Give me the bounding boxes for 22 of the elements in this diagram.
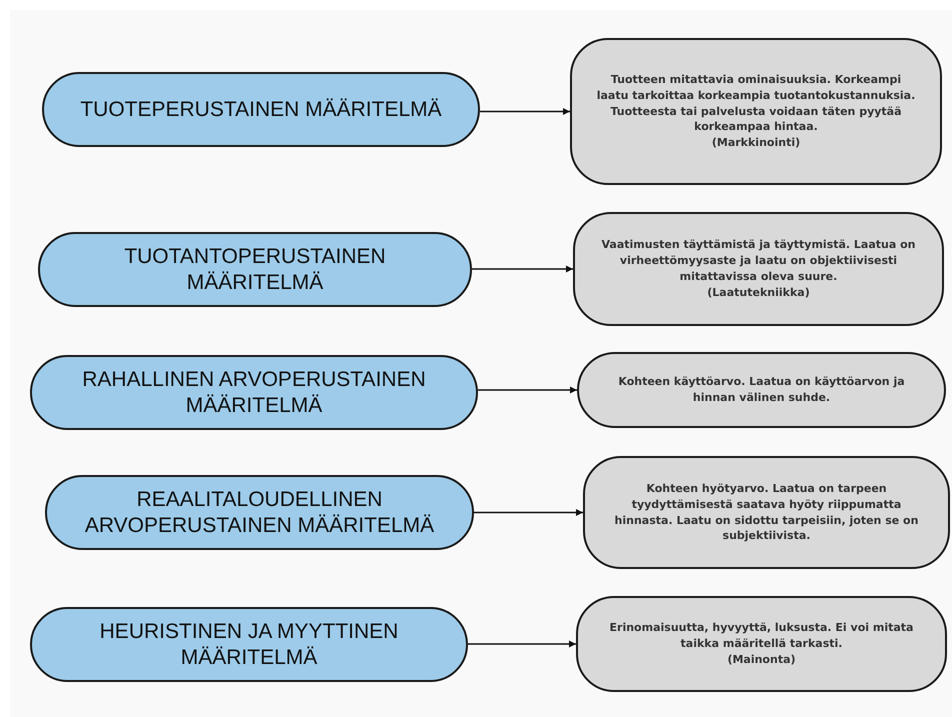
node-text: Kohteen hyötyarvo. Laatua on tarpeen tyydyttämisestä saatava hyöty riippumatta hinnasta. Laatu on sidottu tarpeisiin, joten se on subjektiivista. bbox=[614, 480, 920, 544]
node-text: TUOTANTOPERUSTAINEN MÄÄRITELMÄ bbox=[123, 244, 387, 295]
node-text: TUOTEPERUSTAINEN MÄÄRITELMÄ bbox=[80, 96, 442, 122]
description-box bbox=[583, 456, 950, 569]
arrow bbox=[472, 266, 573, 272]
source-note: (Mainonta) bbox=[727, 652, 796, 668]
node-text: HEURISTINEN JA MYYTTINEN MÄÄRITELMÄ bbox=[98, 619, 400, 670]
source-note: (Markkinointi) bbox=[712, 135, 800, 152]
arrow bbox=[478, 386, 577, 394]
source-note: (Laatutekniikka) bbox=[707, 284, 810, 301]
node-text: Vaatimusten täyttämistä ja täyttymistä. Laatua on virheettömyysaste ja laatu on objektiivisesti mitattavissa oleva suure. bbox=[600, 237, 917, 285]
node-text: Kohteen käyttöarvo. Laatua on käyttöarvon ja hinnan välinen suhde. bbox=[617, 374, 906, 406]
arrow bbox=[468, 640, 576, 648]
node-text: REAALITALOUDELLINEN ARVOPERUSTAINEN MÄÄRITELMÄ bbox=[84, 487, 436, 538]
description-box bbox=[570, 38, 942, 185]
node-text: Erinomaisuutta, hyvyyttä, luksusta. Ei voi mitata taikka määritellä tarkasti. bbox=[608, 620, 914, 652]
arrow bbox=[480, 108, 570, 115]
description-box bbox=[576, 596, 947, 692]
node-text: Tuotteen mitattavia ominaisuuksia. Korkeampi laatu tarkoittaa korkeampia tuotantokustannuksia. Tuotteesta tai palvelusta voidaan täten pyytää korkeampaa hintaa. bbox=[596, 72, 916, 136]
description-box bbox=[573, 212, 944, 326]
arrow bbox=[474, 509, 583, 516]
node-text: RAHALLINEN ARVOPERUSTAINEN MÄÄRITELMÄ bbox=[81, 367, 427, 418]
